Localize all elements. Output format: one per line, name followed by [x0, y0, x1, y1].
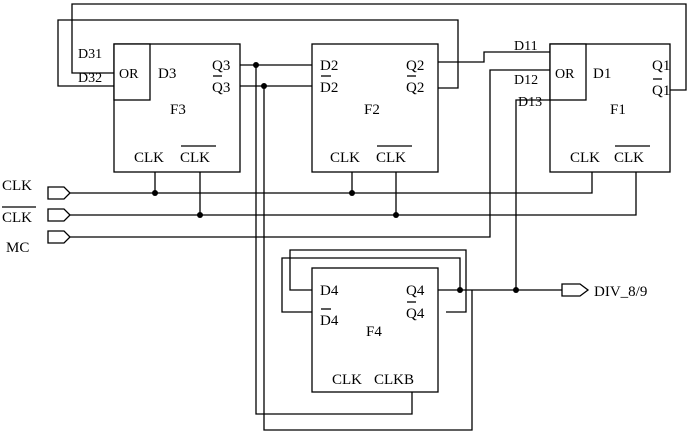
svg-text:D31: D31 — [78, 47, 102, 62]
wires — [57, 3, 687, 431]
or-gate-f1 — [549, 43, 587, 101]
svg-text:D4: D4 — [320, 313, 339, 329]
svg-text:CLKB: CLKB — [374, 372, 414, 388]
input-mc: MC — [6, 230, 71, 256]
svg-text:D2: D2 — [320, 80, 338, 96]
svg-text:Q4: Q4 — [406, 283, 425, 299]
svg-text:OR: OR — [119, 67, 139, 82]
svg-text:CLK: CLK — [2, 178, 32, 194]
svg-text:D2: D2 — [320, 58, 338, 74]
flipflop-f2: D2 D2 Q2 Q2 F2 CLK CLK — [311, 43, 439, 173]
svg-text:D4: D4 — [320, 283, 339, 299]
svg-text:Q1: Q1 — [652, 83, 670, 99]
svg-text:Q1: Q1 — [652, 58, 670, 74]
input-clk: CLK — [2, 178, 71, 200]
or-gate-f3 — [113, 43, 151, 101]
svg-text:Q3: Q3 — [212, 80, 230, 96]
svg-text:D12: D12 — [514, 73, 538, 88]
svg-text:F4: F4 — [366, 324, 382, 340]
svg-text:D13: D13 — [518, 95, 542, 110]
svg-text:Q2: Q2 — [406, 58, 424, 74]
svg-text:Q4: Q4 — [406, 306, 425, 322]
svg-text:MC: MC — [6, 240, 29, 256]
flipflop-f3: OR D31 D32 D3 Q3 Q3 F3 CLK CLK — [78, 43, 241, 173]
junctions — [152, 62, 519, 293]
svg-text:CLK: CLK — [332, 372, 362, 388]
svg-text:Q2: Q2 — [406, 80, 424, 96]
svg-text:D1: D1 — [593, 66, 611, 82]
svg-text:CLK: CLK — [134, 150, 164, 166]
input-clk-bar: CLK — [2, 206, 71, 226]
flipflop-f4: D4 D4 Q4 Q4 F4 CLK CLKB — [311, 267, 439, 393]
svg-text:D11: D11 — [514, 39, 538, 54]
svg-text:DIV_8/9: DIV_8/9 — [594, 284, 647, 300]
svg-text:Q3: Q3 — [212, 58, 230, 74]
svg-text:CLK: CLK — [376, 150, 406, 166]
svg-text:CLK: CLK — [570, 150, 600, 166]
svg-text:CLK: CLK — [2, 210, 32, 226]
output-div: DIV_8/9 — [561, 283, 647, 300]
svg-text:F3: F3 — [170, 102, 186, 118]
flipflop-f1: OR D11 D12 D13 D1 Q1 Q1 F1 CLK CLK — [514, 39, 671, 173]
svg-text:F2: F2 — [364, 102, 380, 118]
svg-text:CLK: CLK — [330, 150, 360, 166]
svg-text:OR: OR — [555, 67, 575, 82]
svg-text:CLK: CLK — [180, 150, 210, 166]
svg-text:D3: D3 — [158, 66, 176, 82]
svg-text:CLK: CLK — [614, 150, 644, 166]
svg-text:D32: D32 — [78, 71, 102, 86]
svg-text:F1: F1 — [610, 102, 626, 118]
